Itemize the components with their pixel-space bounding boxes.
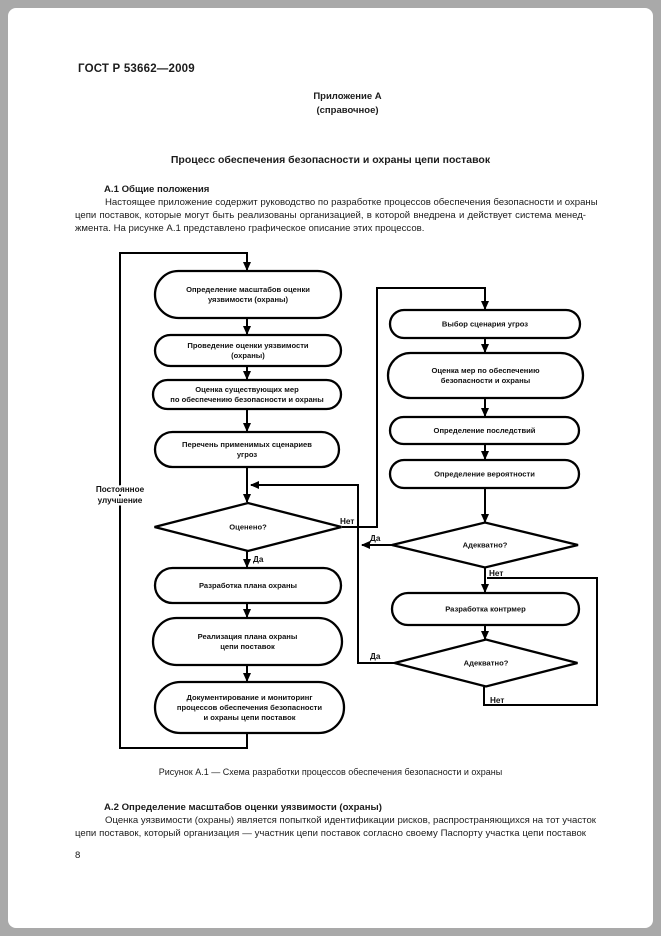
section-a1-line-2: цепи поставок, которые могут быть реализ… <box>75 210 586 221</box>
node-assessed-decision-label: Оценено? <box>229 523 267 532</box>
node-develop-security-plan-label: Разработка плана охраны <box>199 581 297 590</box>
label-yes-assessed: Да <box>253 555 264 564</box>
flowchart-edges <box>119 252 598 749</box>
node-adequate-decision-1-label: Адекватно? <box>463 541 508 550</box>
e-continuous-improvement-loop <box>119 252 251 749</box>
section-a1-line-1: Настоящее приложение содержит руководств… <box>105 197 598 208</box>
e-decision-no-right-branch <box>342 287 489 528</box>
node-adequate-decision-2-label: Адекватно? <box>464 659 509 668</box>
node-develop-countermeasures: Разработка контрмер <box>390 591 581 627</box>
page-title: Процесс обеспечения безопасности и охран… <box>170 154 491 166</box>
node-conduct-assessment-label: Проведение оценки уязвимости(охраны) <box>187 341 309 360</box>
doc-number: ГОСТ Р 53662—2009 <box>78 63 195 75</box>
node-adequate-decision-2: Адекватно? <box>394 638 578 688</box>
label-no-adequate2: Нет <box>490 696 504 705</box>
node-adequate-decision-1: Адекватно? <box>391 521 579 569</box>
page-number: 8 <box>75 850 81 861</box>
node-develop-security-plan: Разработка плана охраны <box>153 566 343 605</box>
node-select-threat-scenario: Выбор сценария угроз <box>388 308 582 340</box>
section-a2-heading: А.2 Определение масштабов оценки уязвимо… <box>104 802 382 813</box>
label-continuous-improvement-2: улучшение <box>98 496 143 505</box>
node-select-threat-scenario-label: Выбор сценария угроз <box>442 320 528 329</box>
node-determine-consequences: Определение последствий <box>388 415 581 446</box>
node-conduct-assessment: Проведение оценки уязвимости(охраны) <box>153 333 343 368</box>
appendix-kind: (справочное) <box>316 105 379 116</box>
label-no-adequate1: Нет <box>489 569 503 578</box>
section-a2-line-2: цепи поставок, который организация — уча… <box>75 828 586 839</box>
section-a2-line-1: Оценка уязвимости (охраны) является попы… <box>105 815 597 826</box>
node-determine-probability: Определение вероятности <box>388 458 581 490</box>
label-yes-adequate2: Да <box>370 652 381 661</box>
label-no-assessed: Нет <box>340 517 354 526</box>
section-a1-heading: А.1 Общие положения <box>104 184 210 195</box>
e-adequate2-no-loop <box>483 577 598 706</box>
e-adequate2-yes-return <box>250 481 395 664</box>
node-develop-countermeasures-label: Разработка контрмер <box>445 605 526 614</box>
node-determine-consequences-label: Определение последствий <box>434 426 536 435</box>
label-continuous-improvement-1: Постоянное <box>96 485 145 494</box>
node-assessed-decision: Оценено? <box>154 501 342 553</box>
section-a1-line-3: жмента. На рисунке А.1 представлено граф… <box>75 223 425 234</box>
label-yes-adequate1: Да <box>370 534 381 543</box>
node-determine-probability-label: Определение вероятности <box>434 470 535 479</box>
appendix-label: Приложение А <box>313 91 382 102</box>
figure-caption: Рисунок А.1 — Схема разработки процессов… <box>158 767 503 777</box>
